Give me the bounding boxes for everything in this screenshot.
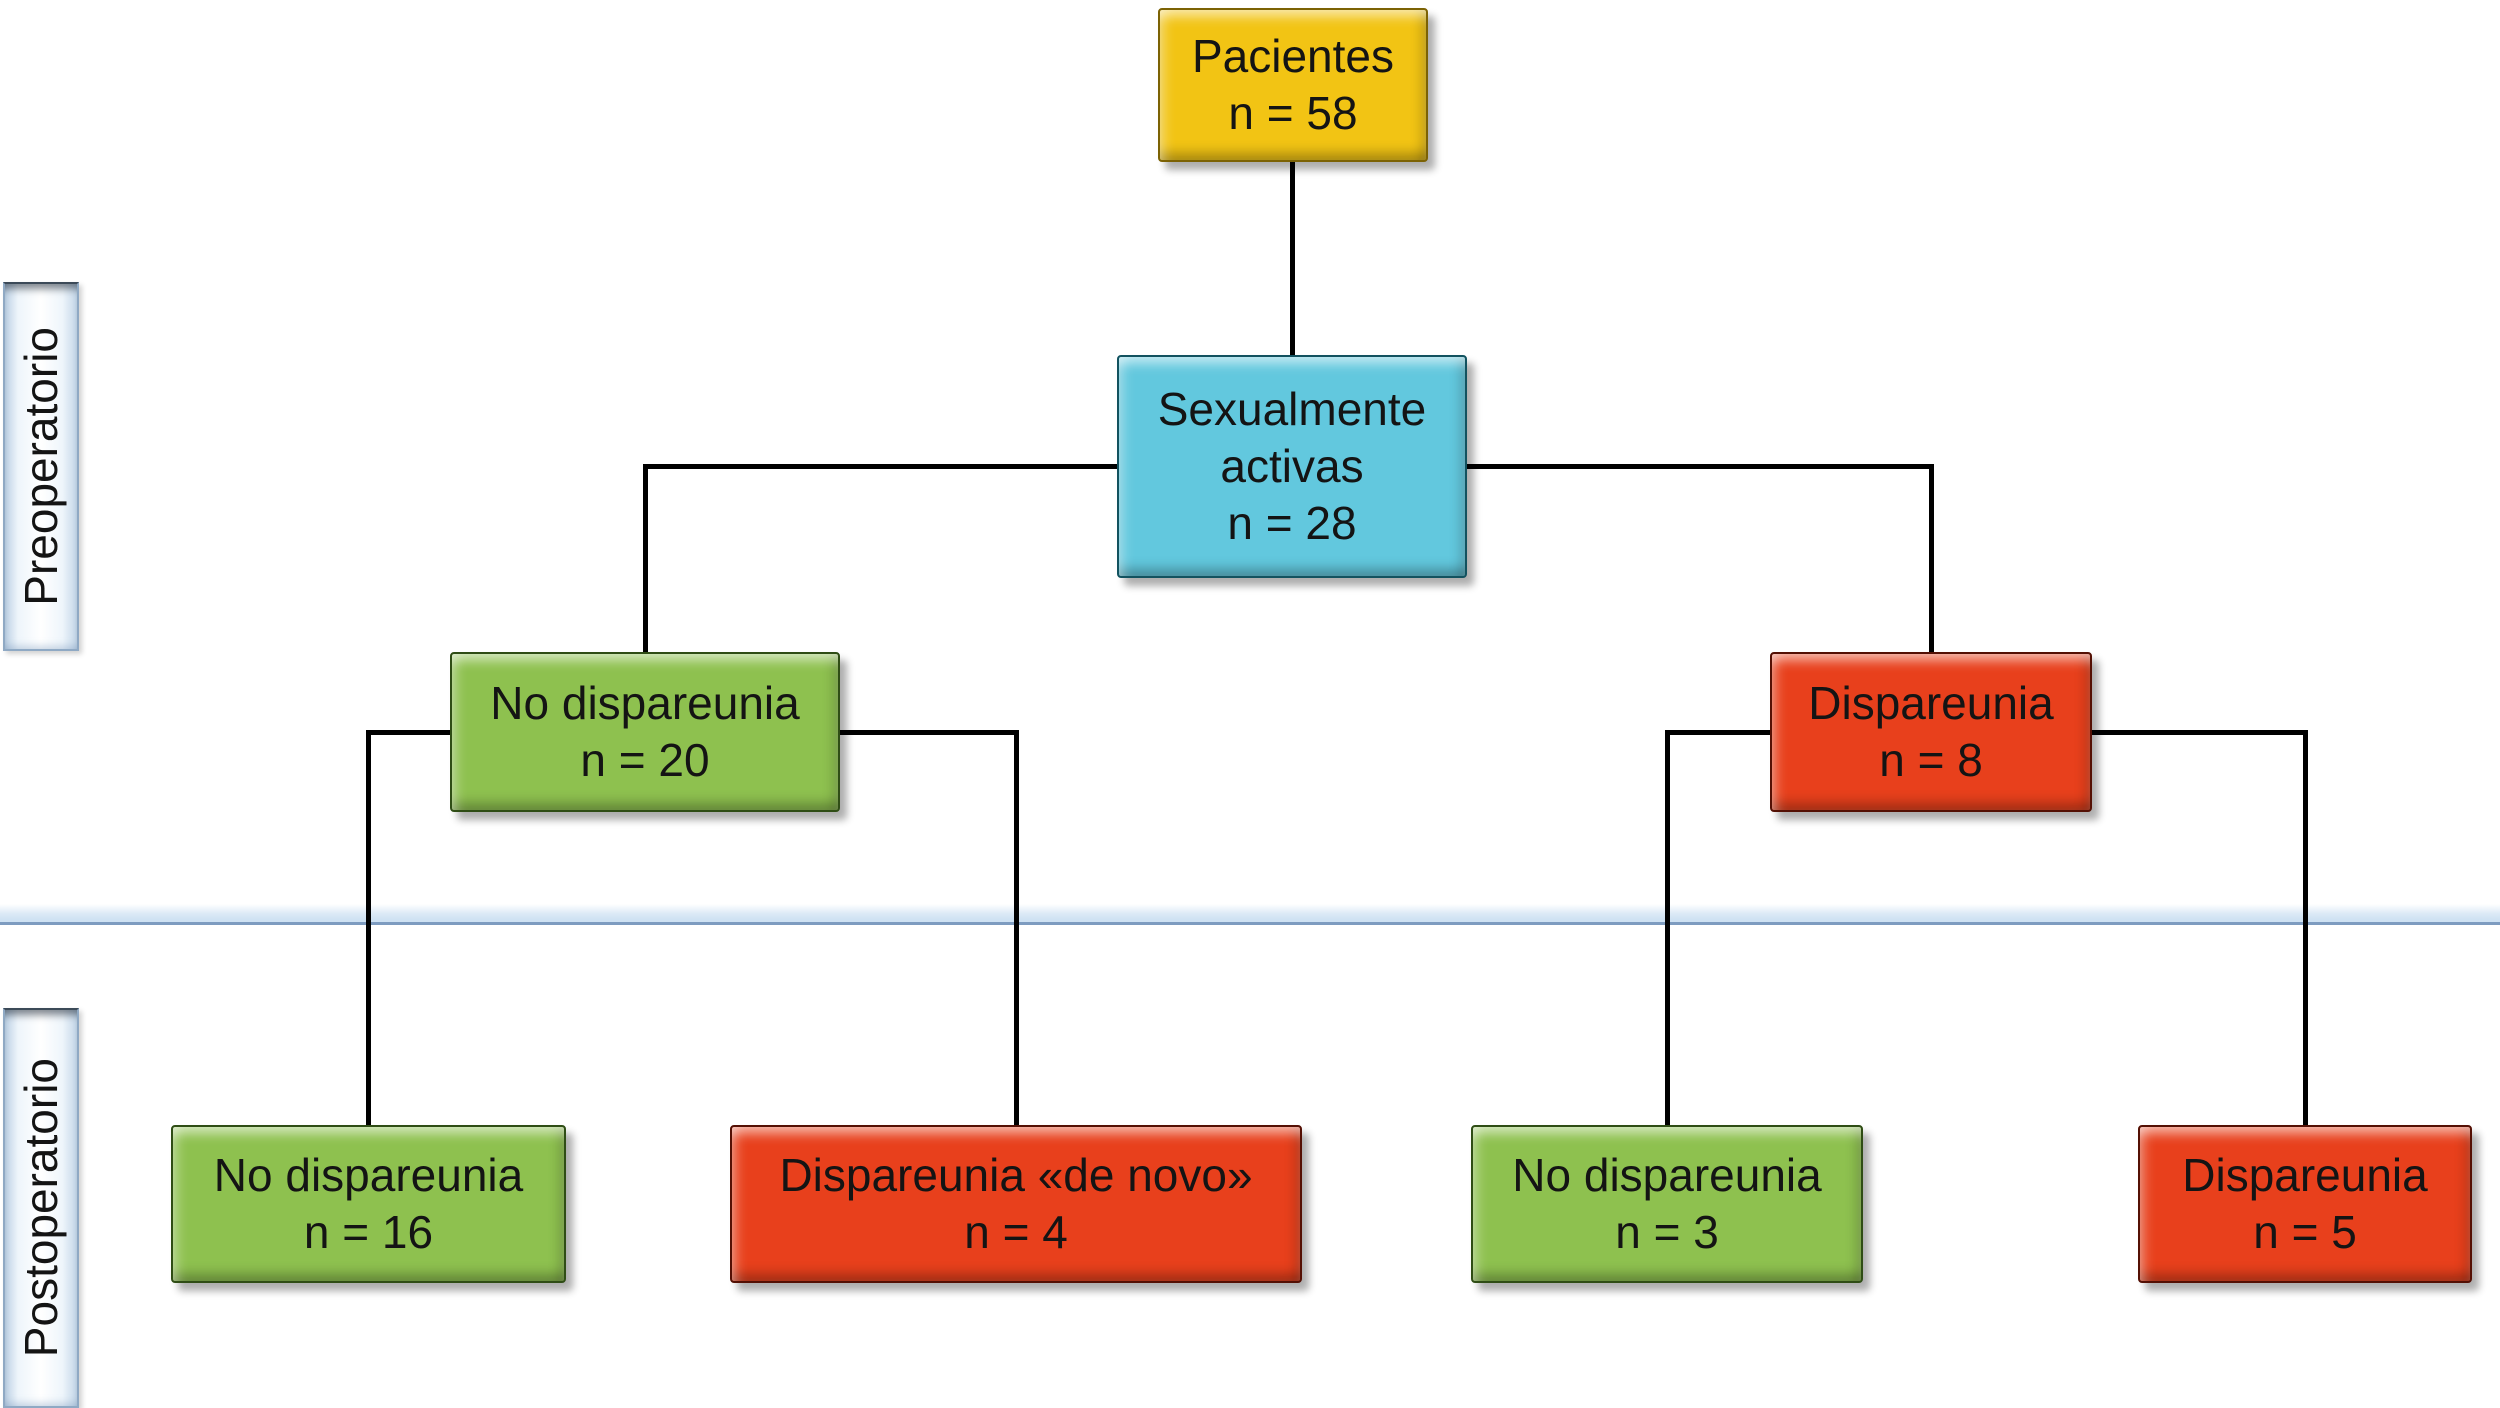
connector-sexually-active-to-pre-no-dispareunia	[643, 464, 648, 652]
connector-sexually-active-left-horizontal	[643, 464, 1117, 469]
connector-pre-no-dispareunia-left-horizontal	[366, 730, 450, 735]
node-patients-count: n = 58	[1228, 87, 1358, 139]
node-sexually-active-label-line1: Sexualmente	[1157, 383, 1427, 435]
node-pre-no-dispareunia: No dispareunia n = 20	[450, 652, 840, 812]
phase-label-preoperatorio-text: Preoperatorio	[15, 327, 67, 606]
node-pre-no-dispareunia-label: No dispareunia	[490, 677, 800, 729]
node-post-dispareunia-de-novo: Dispareunia «de novo» n = 4	[730, 1125, 1302, 1283]
connector-pre-no-dispareunia-to-de-novo	[1014, 730, 1019, 1125]
connector-pre-dispareunia-right-horizontal	[2092, 730, 2308, 735]
phase-label-postoperatorio: Postoperatorio	[3, 1008, 79, 1408]
node-post-no-dispareunia-3-count: n = 3	[1615, 1206, 1719, 1258]
node-post-dispareunia-de-novo-label: Dispareunia «de novo»	[779, 1149, 1253, 1201]
node-post-no-dispareunia-16-label: No dispareunia	[213, 1149, 524, 1201]
node-sexually-active-label-line2: activas	[1220, 440, 1364, 492]
connector-pre-dispareunia-left-horizontal	[1665, 730, 1770, 735]
node-post-no-dispareunia-3-label: No dispareunia	[1512, 1149, 1822, 1201]
node-post-dispareunia-5: Dispareunia n = 5	[2138, 1125, 2472, 1283]
node-post-no-dispareunia-16: No dispareunia n = 16	[171, 1125, 566, 1283]
node-post-dispareunia-5-count: n = 5	[2253, 1206, 2357, 1258]
connector-pre-no-dispareunia-to-n16	[366, 730, 371, 1125]
connector-pre-dispareunia-to-n3	[1665, 730, 1670, 1125]
phase-divider-line	[0, 904, 2500, 925]
connector-sexually-active-to-pre-dispareunia	[1929, 464, 1934, 652]
node-pre-no-dispareunia-count: n = 20	[580, 734, 710, 786]
node-pre-dispareunia-label: Dispareunia	[1808, 677, 2054, 729]
connector-sexually-active-right-horizontal	[1467, 464, 1934, 469]
node-post-no-dispareunia-3: No dispareunia n = 3	[1471, 1125, 1863, 1283]
phase-label-preoperatorio: Preoperatorio	[3, 282, 79, 651]
node-pre-dispareunia-count: n = 8	[1879, 734, 1983, 786]
connector-pre-dispareunia-to-n5	[2303, 730, 2308, 1125]
node-patients-label: Pacientes	[1191, 30, 1394, 82]
node-post-dispareunia-5-label: Dispareunia	[2182, 1149, 2428, 1201]
node-pre-dispareunia: Dispareunia n = 8	[1770, 652, 2092, 812]
phase-label-postoperatorio-text: Postoperatorio	[15, 1058, 67, 1358]
node-patients: Pacientes n = 58	[1158, 8, 1428, 162]
node-sexually-active: Sexualmente activas n = 28	[1117, 355, 1467, 578]
node-post-no-dispareunia-16-count: n = 16	[303, 1206, 434, 1258]
connector-pre-no-dispareunia-right-horizontal	[840, 730, 1019, 735]
connector-patients-to-sexually-active	[1290, 160, 1295, 355]
node-post-dispareunia-de-novo-count: n = 4	[964, 1206, 1068, 1258]
node-sexually-active-count: n = 28	[1227, 497, 1357, 549]
